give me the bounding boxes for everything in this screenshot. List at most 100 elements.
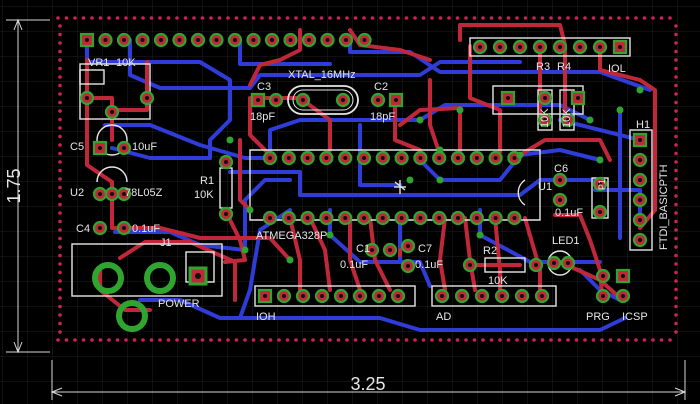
boundary-dot: [674, 24, 678, 28]
boundary-dot: [625, 16, 630, 20]
r4-label: R4: [557, 61, 571, 73]
boundary-dot: [540, 16, 545, 20]
pad: [534, 288, 550, 304]
pad: [472, 39, 488, 55]
boundary-dot: [557, 338, 562, 342]
boundary-dot: [90, 16, 94, 20]
boundary-dot: [674, 304, 678, 309]
boundary-dot: [674, 211, 678, 215]
c6-label: C6: [554, 163, 568, 175]
via: [456, 106, 464, 114]
c1-label: C1: [356, 243, 370, 255]
pad: [450, 210, 466, 226]
ic-label: ATMEGA328P: [256, 230, 327, 242]
pad: [276, 288, 292, 304]
pad: [335, 92, 351, 108]
pad: [432, 150, 447, 166]
pad: [632, 132, 648, 148]
pad: [79, 32, 95, 48]
c3-label: C3: [257, 81, 271, 93]
pad: [92, 220, 108, 236]
boundary-dot: [58, 83, 62, 88]
pad: [537, 90, 553, 106]
boundary-dot: [651, 338, 655, 342]
pad: [632, 152, 648, 168]
boundary-dot: [58, 296, 62, 300]
boundary-dot: [674, 236, 678, 241]
boundary-dot: [328, 16, 332, 20]
r4-outline: [559, 89, 575, 131]
boundary-dot: [674, 143, 678, 147]
c3-value: 18pF: [250, 111, 275, 123]
boundary-dot: [217, 16, 222, 20]
r2-label: R2: [483, 245, 497, 257]
boundary-dot: [58, 177, 62, 181]
c6-value: 0.1uF: [555, 207, 583, 219]
pad: [357, 32, 372, 48]
pad: [262, 150, 278, 166]
boundary-dot: [674, 313, 678, 317]
pad: [632, 232, 648, 248]
pad: [116, 220, 132, 236]
pad: [432, 210, 447, 226]
boundary-dot: [98, 338, 103, 342]
boundary-dot: [674, 168, 678, 173]
boundary-dot: [58, 287, 62, 292]
boundary-dot: [302, 16, 307, 20]
boundary-dot: [175, 338, 179, 342]
pad: [375, 210, 390, 226]
boundary-dot: [149, 338, 154, 342]
icsp-label: ICSP: [622, 311, 648, 323]
r3-label: R3: [536, 61, 550, 73]
pad: [434, 288, 450, 304]
boundary-dot: [166, 16, 171, 20]
pad: [218, 206, 234, 222]
boundary-dot: [98, 16, 103, 20]
boundary-dot: [489, 16, 494, 20]
boundary-dot: [285, 16, 290, 20]
pad: [400, 238, 416, 254]
via: [636, 86, 644, 94]
boundary-dot: [674, 287, 678, 292]
boundary-dot: [64, 16, 69, 20]
boundary-dot: [58, 92, 62, 96]
c2-label: C2: [374, 81, 388, 93]
pad: [172, 32, 187, 48]
boundary-dot: [58, 253, 62, 258]
boundary-dot: [294, 338, 298, 342]
boundary-dot: [58, 49, 62, 54]
h1-label: H1: [636, 119, 650, 131]
pad: [338, 210, 353, 226]
boundary-dot: [413, 338, 417, 342]
boundary-dot: [515, 16, 519, 20]
via: [246, 206, 254, 214]
boundary-dot: [251, 338, 256, 342]
c2-value: 18pF: [370, 111, 395, 123]
pad: [257, 288, 273, 304]
pad: [314, 288, 330, 304]
pad: [632, 172, 648, 188]
boundary-dot: [58, 24, 62, 28]
pad: [281, 150, 296, 166]
pad: [570, 90, 586, 106]
pad: [560, 112, 576, 128]
vr1-label: VR1: [88, 57, 109, 69]
pad: [413, 210, 428, 226]
pad: [488, 150, 503, 166]
pad: [301, 32, 317, 48]
boundary-dot: [73, 338, 77, 342]
boundary-dot: [243, 338, 247, 342]
boundary-dot: [674, 270, 678, 275]
pad: [364, 242, 380, 258]
boundary-dot: [58, 41, 62, 45]
pad: [615, 268, 631, 284]
boundary-dot: [674, 330, 678, 334]
boundary-dot: [674, 296, 678, 300]
via: [416, 116, 424, 124]
boundary-dot: [404, 338, 409, 342]
pad: [595, 288, 611, 304]
boundary-dot: [277, 16, 281, 20]
pad: [190, 32, 206, 48]
boundary-dot: [674, 245, 678, 249]
